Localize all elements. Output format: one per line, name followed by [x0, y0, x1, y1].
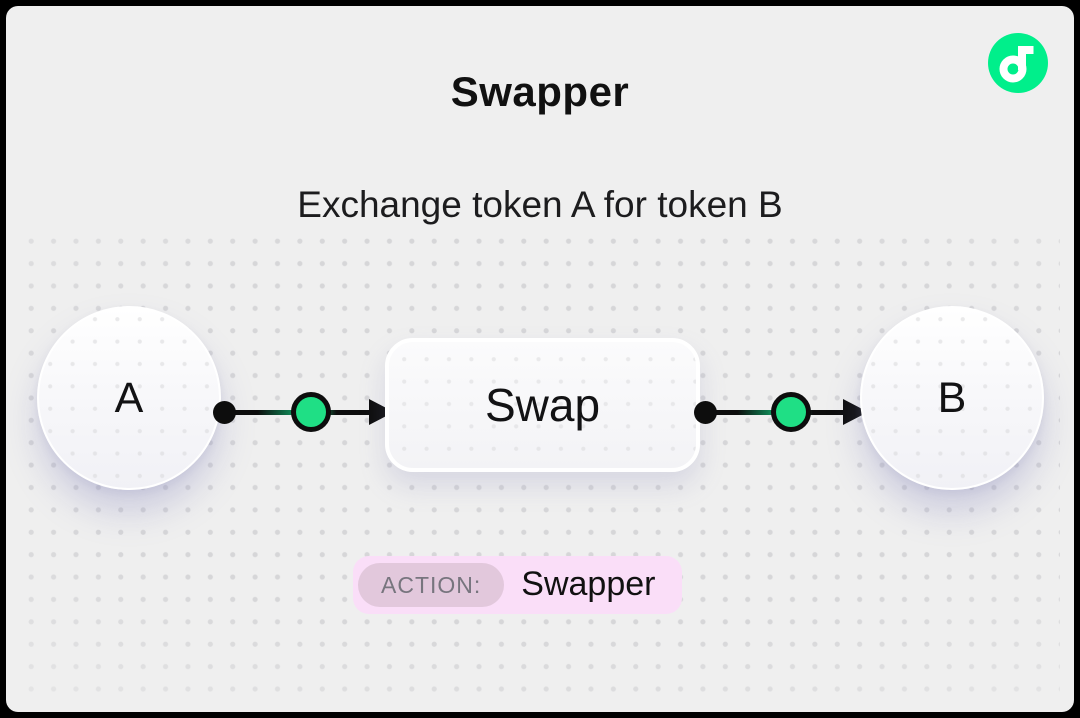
- node-swap: Swap: [385, 338, 700, 472]
- action-badge: ACTION: Swapper: [353, 556, 683, 614]
- flow-logo-icon: [988, 33, 1048, 93]
- page-title: Swapper: [450, 68, 630, 115]
- action-badge-value: Swapper: [521, 564, 656, 603]
- edge-a-to-swap-green-node: [291, 392, 331, 432]
- node-token-b-label: B: [937, 373, 967, 422]
- page-subtitle: Exchange token A for token B: [297, 184, 783, 225]
- node-token-a: A: [37, 306, 221, 490]
- edge-swap-to-b-start-dot: [694, 401, 717, 424]
- node-swap-label: Swap: [484, 379, 601, 431]
- node-token-b: B: [860, 306, 1044, 490]
- node-token-a-label: A: [114, 373, 144, 422]
- diagram-canvas: Swapper Exchange token A for token B A S…: [6, 6, 1074, 712]
- edge-swap-to-b-green-node: [771, 392, 811, 432]
- action-badge-chip: ACTION:: [358, 563, 505, 607]
- edge-a-to-swap-start-dot: [213, 401, 236, 424]
